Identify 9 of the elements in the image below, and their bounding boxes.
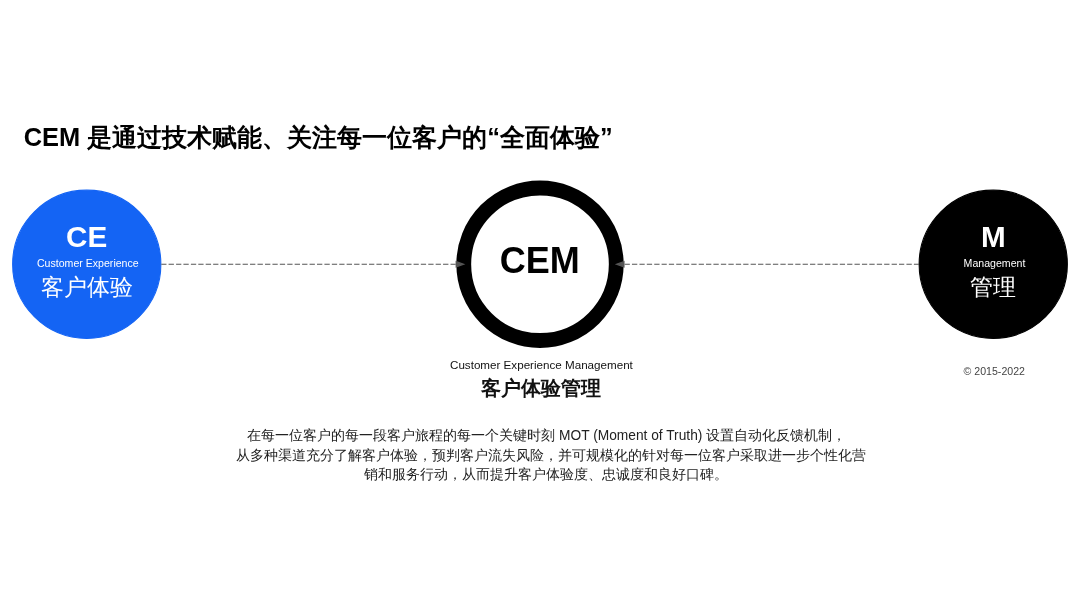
- diagram-title: CEM 是通过技术赋能、关注每一位客户的“全面体验”: [23, 122, 613, 151]
- node-label: Customer Experience Management: [449, 357, 633, 371]
- label: 在每一位客户的每一段客户旅程的每一个关键时刻 MOT (Moment of Truth) 设置自动化反馈机制，从多种渠道充分了解客户体验，预判客户流失风险，并可规模化的针对每一位客户采取进一步个性化营销和服务行动，从而提升客户体验度、忠诚度和良好口碑。: [236, 427, 867, 482]
- node-circle: CE Customer Experience 客户体验: [12, 189, 162, 339]
- label: © 2015-2022: [963, 364, 1025, 377]
- arrow: [614, 260, 920, 268]
- node-circle: M Management 管理: [918, 189, 1068, 339]
- node-label: 客户体验管理: [480, 376, 601, 399]
- arrow: [160, 260, 466, 268]
